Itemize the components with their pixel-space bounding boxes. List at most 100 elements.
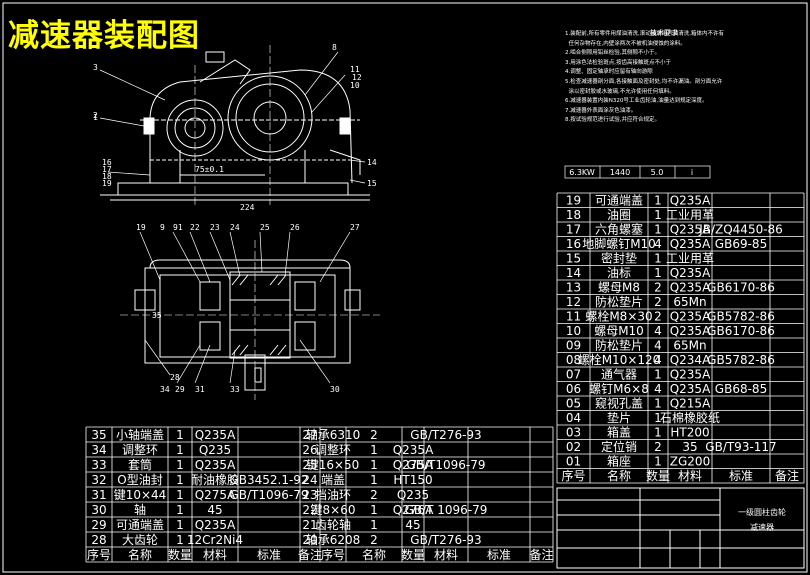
notes-heading: 技术要求: [650, 29, 678, 37]
lower-table-cell: Q235A: [195, 428, 236, 442]
note-line: 任何杂物存在,内壁涂两次不被机油侵蚀的涂料。: [565, 40, 686, 47]
upper-table-cell: 通气器: [601, 367, 637, 382]
upper-table-cell: 防松垫片: [595, 338, 643, 353]
lower-table-cell: 轴承6208: [306, 532, 361, 547]
upper-table-cell: 箱座: [607, 454, 631, 469]
lower-table-cell: 可通端盖: [116, 518, 164, 532]
plan-view: [120, 240, 380, 400]
note-line: 5.检查减速器剖分面,各接触面及密封处,均不许漏油。剖分面允许: [565, 78, 723, 85]
lower-table-cell: 30: [91, 503, 106, 517]
lower-table-cell: 26: [302, 443, 317, 457]
lower-table-cell: GB/T1096-79: [406, 458, 485, 472]
upper-table-cell: 工业用革: [666, 252, 714, 266]
title-block-name-2: 减速器: [750, 522, 774, 532]
upper-table-cell: 4: [654, 324, 662, 338]
dimension-label: 224: [240, 203, 255, 212]
lower-table-header: 备注: [298, 547, 322, 562]
title-block-name-1: 一级圆柱齿轮: [738, 507, 786, 517]
lower-table-cell: 套筒: [128, 457, 152, 472]
lower-table-cell: 端盖: [321, 473, 345, 487]
callout-label: 16: [102, 158, 112, 167]
lower-table-cell: 1: [370, 443, 378, 457]
upper-table-cell: 垫片: [607, 410, 631, 425]
note-line: 3.用涂色法检验斑点,按齿高接触斑点不小于: [565, 59, 671, 66]
upper-table-cell: 18: [566, 208, 581, 222]
callout-label: 35: [152, 311, 162, 320]
callout-label: 27: [350, 223, 360, 232]
upper-table-cell: 窥视孔盖: [595, 396, 643, 411]
lower-table-cell: 1: [176, 518, 184, 532]
upper-table-cell: Q235A: [670, 310, 711, 324]
lower-table-cell: 2: [370, 428, 378, 442]
lower-table-cell: Q235: [199, 443, 231, 457]
lower-table-cell: 耐油橡胶: [191, 472, 239, 487]
note-line: 1.装配前,所有零件用煤油清洗,滚动轴承用汽油清洗,箱体内不许有: [565, 31, 724, 37]
lower-table-header: 标准: [257, 548, 281, 562]
lower-table-cell: 29: [91, 518, 106, 532]
spec-cell: 5.0: [651, 168, 664, 177]
upper-table-cell: 12: [566, 295, 581, 309]
lower-table-cell: 1: [176, 473, 184, 487]
upper-table-header: 备注: [775, 468, 799, 483]
lower-table-cell: 35: [91, 428, 106, 442]
lower-table-cell: 1: [370, 518, 378, 532]
upper-table-cell: 可通端盖: [595, 194, 643, 208]
lower-table-cell: 21: [302, 518, 317, 532]
lower-table-cell: 挡油环: [315, 488, 351, 502]
lower-table-cell: HT150: [393, 473, 432, 487]
callout-label: 17: [102, 165, 112, 174]
upper-table-header: 序号: [561, 468, 585, 483]
upper-table-cell: 1: [654, 397, 662, 411]
upper-table-cell: 65Mn: [673, 295, 706, 309]
lower-table-cell: 28: [91, 533, 106, 547]
callout-label: 34: [160, 385, 170, 394]
front-view: [100, 45, 370, 205]
drawing-title: 减速器装配图: [8, 18, 200, 54]
upper-table-cell: 螺栓M10×120: [578, 352, 661, 367]
upper-table-cell: 油圈: [607, 208, 631, 222]
lower-table-header: 材料: [434, 548, 458, 562]
upper-table-cell: 65Mn: [673, 339, 706, 353]
lower-table-header: 数量: [168, 547, 192, 562]
lower-table-cell: 2: [370, 488, 378, 502]
upper-table-cell: Q235A: [670, 382, 711, 396]
lower-table-cell: 1: [370, 458, 378, 472]
note-line: 2.啮合侧隙用铅丝检验,其侧隙不小于。: [565, 50, 660, 57]
callout-label: 8: [332, 43, 337, 52]
upper-table-cell: 15: [566, 252, 581, 266]
callout-label: 91: [173, 223, 183, 232]
upper-table-cell: 地脚螺钉M10: [582, 236, 656, 251]
callout-label: 11: [350, 65, 360, 74]
lower-table-header: 序号: [87, 547, 111, 562]
upper-table-cell: 35: [682, 440, 697, 454]
lower-table-cell: 轴承6310: [306, 427, 361, 442]
upper-table-cell: 14: [566, 266, 581, 280]
lower-table-cell: 调整环: [315, 442, 351, 457]
lower-table-cell: 调整环: [122, 442, 158, 457]
lower-table-cell: 键8×60: [311, 503, 356, 517]
upper-table-cell: 石棉橡胶纸: [660, 410, 720, 425]
upper-table-cell: 17: [566, 223, 581, 237]
note-line: 8.按试验规范进行试验,并应符合规定。: [565, 117, 660, 124]
lower-table-cell: 33: [91, 458, 106, 472]
upper-table-header: 名称: [607, 468, 631, 483]
callout-label: 28: [170, 373, 180, 382]
lower-table-cell: GB/T1096-79: [229, 488, 308, 502]
lower-table-header: 序号: [321, 547, 345, 562]
upper-table-cell: GB6170-86: [707, 281, 775, 295]
upper-table-cell: Q235A: [670, 194, 711, 208]
upper-table-cell: 03: [566, 426, 581, 440]
lower-table-cell: Q235: [397, 488, 429, 502]
lower-table-cell: 1: [370, 473, 378, 487]
upper-table-cell: 螺母M10: [594, 324, 644, 338]
spec-table: [564, 165, 711, 179]
spec-cell: 6.3KW: [569, 168, 595, 177]
upper-table-cell: 19: [566, 194, 581, 208]
lower-table-cell: GB/T276-93: [410, 533, 481, 547]
callout-label: 10: [350, 81, 360, 90]
upper-table-cell: GB6170-86: [707, 324, 775, 338]
